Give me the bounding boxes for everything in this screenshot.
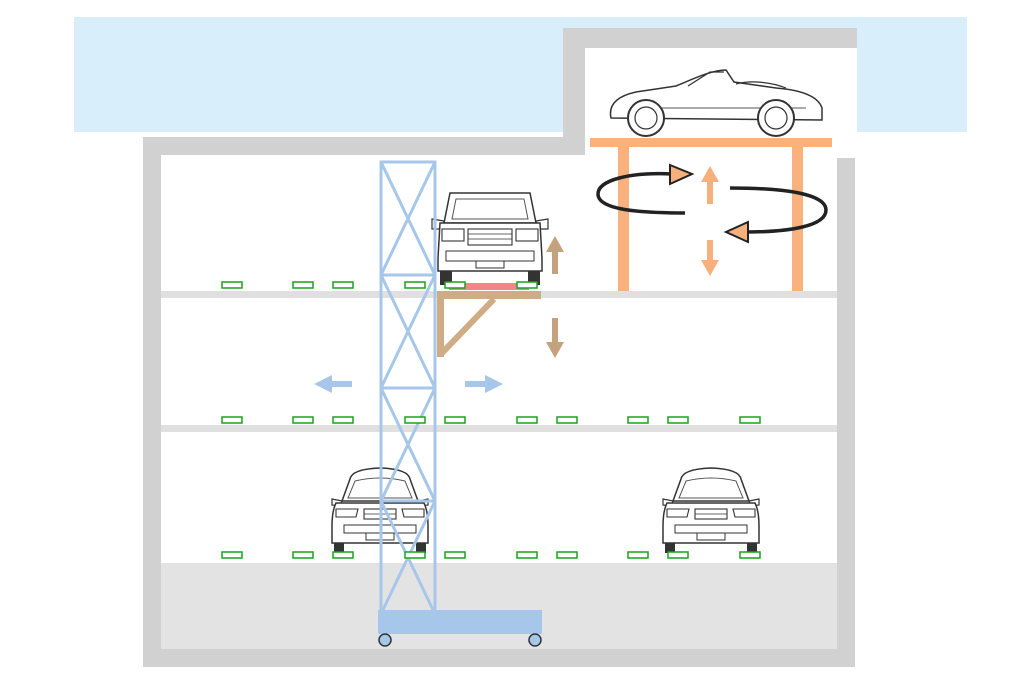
floor-marker: [332, 281, 354, 289]
arrow-left-icon: [314, 375, 352, 393]
floor-marker: [444, 551, 466, 559]
floor-marker: [516, 416, 538, 424]
floor-marker: [556, 551, 578, 559]
floor-marker: [516, 551, 538, 559]
floor-marker: [221, 551, 243, 559]
floor-marker: [739, 416, 761, 424]
lift-base: [378, 610, 542, 647]
platform-pad: [449, 283, 529, 290]
turntable-up-arrow: [701, 166, 719, 204]
floor-marker: [292, 281, 314, 289]
floor-markers: [221, 281, 761, 559]
floor-marker: [516, 281, 538, 289]
floor-marker: [221, 281, 243, 289]
floor-marker: [667, 416, 689, 424]
floor-marker: [667, 551, 689, 559]
floor-marker: [556, 416, 578, 424]
convertible-car-icon: [609, 69, 823, 137]
turntable-down-arrow: [701, 240, 719, 276]
turntable-lift: [590, 138, 832, 291]
floor-marker: [292, 551, 314, 559]
floor-marker: [627, 551, 649, 559]
platform-down-arrow: [546, 318, 564, 358]
arrow-right-icon: [465, 375, 503, 393]
floor-marker: [332, 551, 354, 559]
floor-marker: [404, 281, 426, 289]
floor-marker: [404, 416, 426, 424]
floor-marker: [627, 416, 649, 424]
platform-bracket: [437, 291, 541, 357]
rotate-arrowheads: [669, 163, 749, 244]
platform-up-arrow: [546, 236, 564, 274]
suv-front-icon: [431, 192, 549, 286]
floor-marker: [332, 416, 354, 424]
rotate-icon: [596, 171, 828, 234]
floor-marker: [404, 551, 426, 559]
floor-marker: [444, 416, 466, 424]
floor-marker: [739, 551, 761, 559]
floor-marker: [292, 416, 314, 424]
floor-marker: [444, 281, 466, 289]
floor-marker: [221, 416, 243, 424]
